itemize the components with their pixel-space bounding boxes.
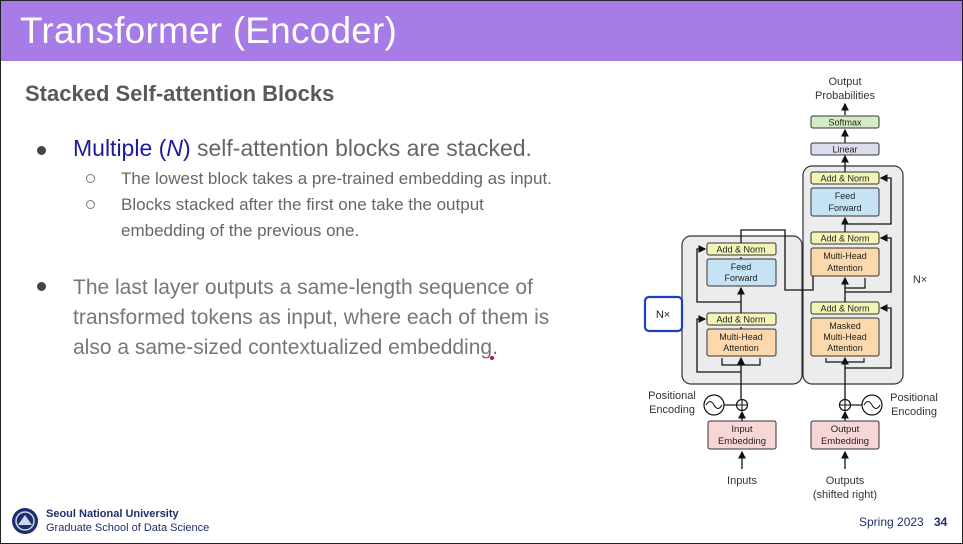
bullet-2: The last layer outputs a same-length seq…	[73, 273, 593, 363]
sub-bullet-ring-2	[86, 200, 95, 209]
bullet-2-line-1: The last layer outputs a same-length seq…	[73, 276, 533, 299]
decoder-ff-label-2: Forward	[828, 203, 861, 213]
output-probabilities-label-2: Probabilities	[815, 90, 875, 102]
sub-bullet-2-line-1: Blocks stacked after the first one take …	[121, 195, 484, 214]
decoder-masked-label-2: Multi-Head	[823, 332, 867, 342]
input-embedding	[707, 420, 777, 450]
outputs-label-2: (shifted right)	[813, 489, 877, 501]
encoder-add-norm-bottom-label: Add & Norm	[716, 315, 765, 325]
decoder-add-norm-middle-label: Add & Norm	[820, 234, 869, 244]
bullet-1-highlight-var: N	[166, 135, 183, 161]
bullet-1: Multiple (N) self-attention blocks are s…	[73, 135, 532, 162]
bullet-1-highlight-prefix: Multiple (	[73, 135, 167, 161]
output-probabilities-label-1: Output	[828, 76, 861, 88]
encoder-add-norm-top-label: Add & Norm	[716, 245, 765, 255]
linear-block	[810, 142, 880, 156]
input-embedding-label-2: Embedding	[718, 436, 766, 447]
footer-term: Spring 2023	[859, 515, 924, 529]
page-number: 34	[934, 515, 948, 529]
decoder-add-norm-top-label: Add & Norm	[820, 174, 869, 184]
encoder-positional-label-2: Encoding	[649, 404, 695, 416]
outputs-label-1: Outputs	[826, 475, 865, 487]
encoder-ff-label-1: Feed	[731, 262, 752, 272]
bullet-2-line-2: transformed tokens as input, where each …	[73, 306, 550, 329]
output-embedding-label-1: Output	[831, 424, 860, 435]
encoder-ff-label-2: Forward	[724, 273, 757, 283]
university-logo-icon	[12, 508, 38, 534]
softmax-block	[810, 115, 880, 129]
footer-university: Seoul National University	[46, 508, 179, 520]
bullet-1-highlight: Multiple (N)	[73, 135, 191, 161]
bullet-dot-1	[37, 146, 46, 155]
bullet-dot-2	[37, 282, 46, 291]
bullet-1-text: self-attention blocks are stacked.	[190, 135, 532, 161]
decoder-ff-label-1: Feed	[835, 191, 856, 201]
footer-school: Graduate School of Data Science	[46, 522, 210, 534]
encoder-nx-highlight	[643, 295, 684, 333]
encoder-positional-label-1: Positional	[648, 390, 696, 402]
decoder-masked-attention	[810, 317, 880, 357]
encoder-mha-label-2: Attention	[723, 343, 759, 353]
inputs-label: Inputs	[727, 475, 757, 487]
bullet-2-line-3: also a same-sized contextualized embeddi…	[73, 336, 498, 359]
sub-bullet-2-line-2: embedding of the previous one.	[121, 221, 360, 240]
title-bar: Transformer (Encoder)	[1, 1, 962, 61]
slide-subtitle: Stacked Self-attention Blocks	[25, 81, 335, 106]
decoder-mha-label-2: Attention	[827, 263, 863, 273]
bullet-1-highlight-suffix: )	[182, 135, 191, 161]
softmax-label: Softmax	[828, 118, 862, 128]
decoder-masked-label-1: Masked	[829, 321, 861, 331]
encoder-nx-label: N×	[656, 309, 670, 321]
output-embedding-label-2: Embedding	[821, 436, 869, 447]
decoder-nx-label: N×	[913, 274, 927, 286]
encoder-mha-label-1: Multi-Head	[719, 332, 763, 342]
decoder-masked-label-3: Attention	[827, 343, 863, 353]
decoder-feed-forward	[810, 187, 880, 217]
decoder-multi-head-attention	[810, 247, 880, 277]
slide-title: Transformer (Encoder)	[20, 10, 398, 51]
linear-label: Linear	[832, 145, 857, 155]
encoder-stack	[681, 235, 803, 385]
output-embedding	[810, 420, 880, 450]
sub-bullet-ring-1	[86, 174, 95, 183]
pointer-dot	[490, 356, 494, 360]
decoder-add-norm-bottom-label: Add & Norm	[820, 304, 869, 314]
decoder-positional-label-2: Encoding	[891, 406, 937, 418]
input-embedding-label-1: Input	[731, 424, 752, 435]
decoder-positional-label-1: Positional	[890, 392, 938, 404]
decoder-mha-label-1: Multi-Head	[823, 251, 867, 261]
sub-bullet-1: The lowest block takes a pre-trained emb…	[121, 169, 552, 188]
